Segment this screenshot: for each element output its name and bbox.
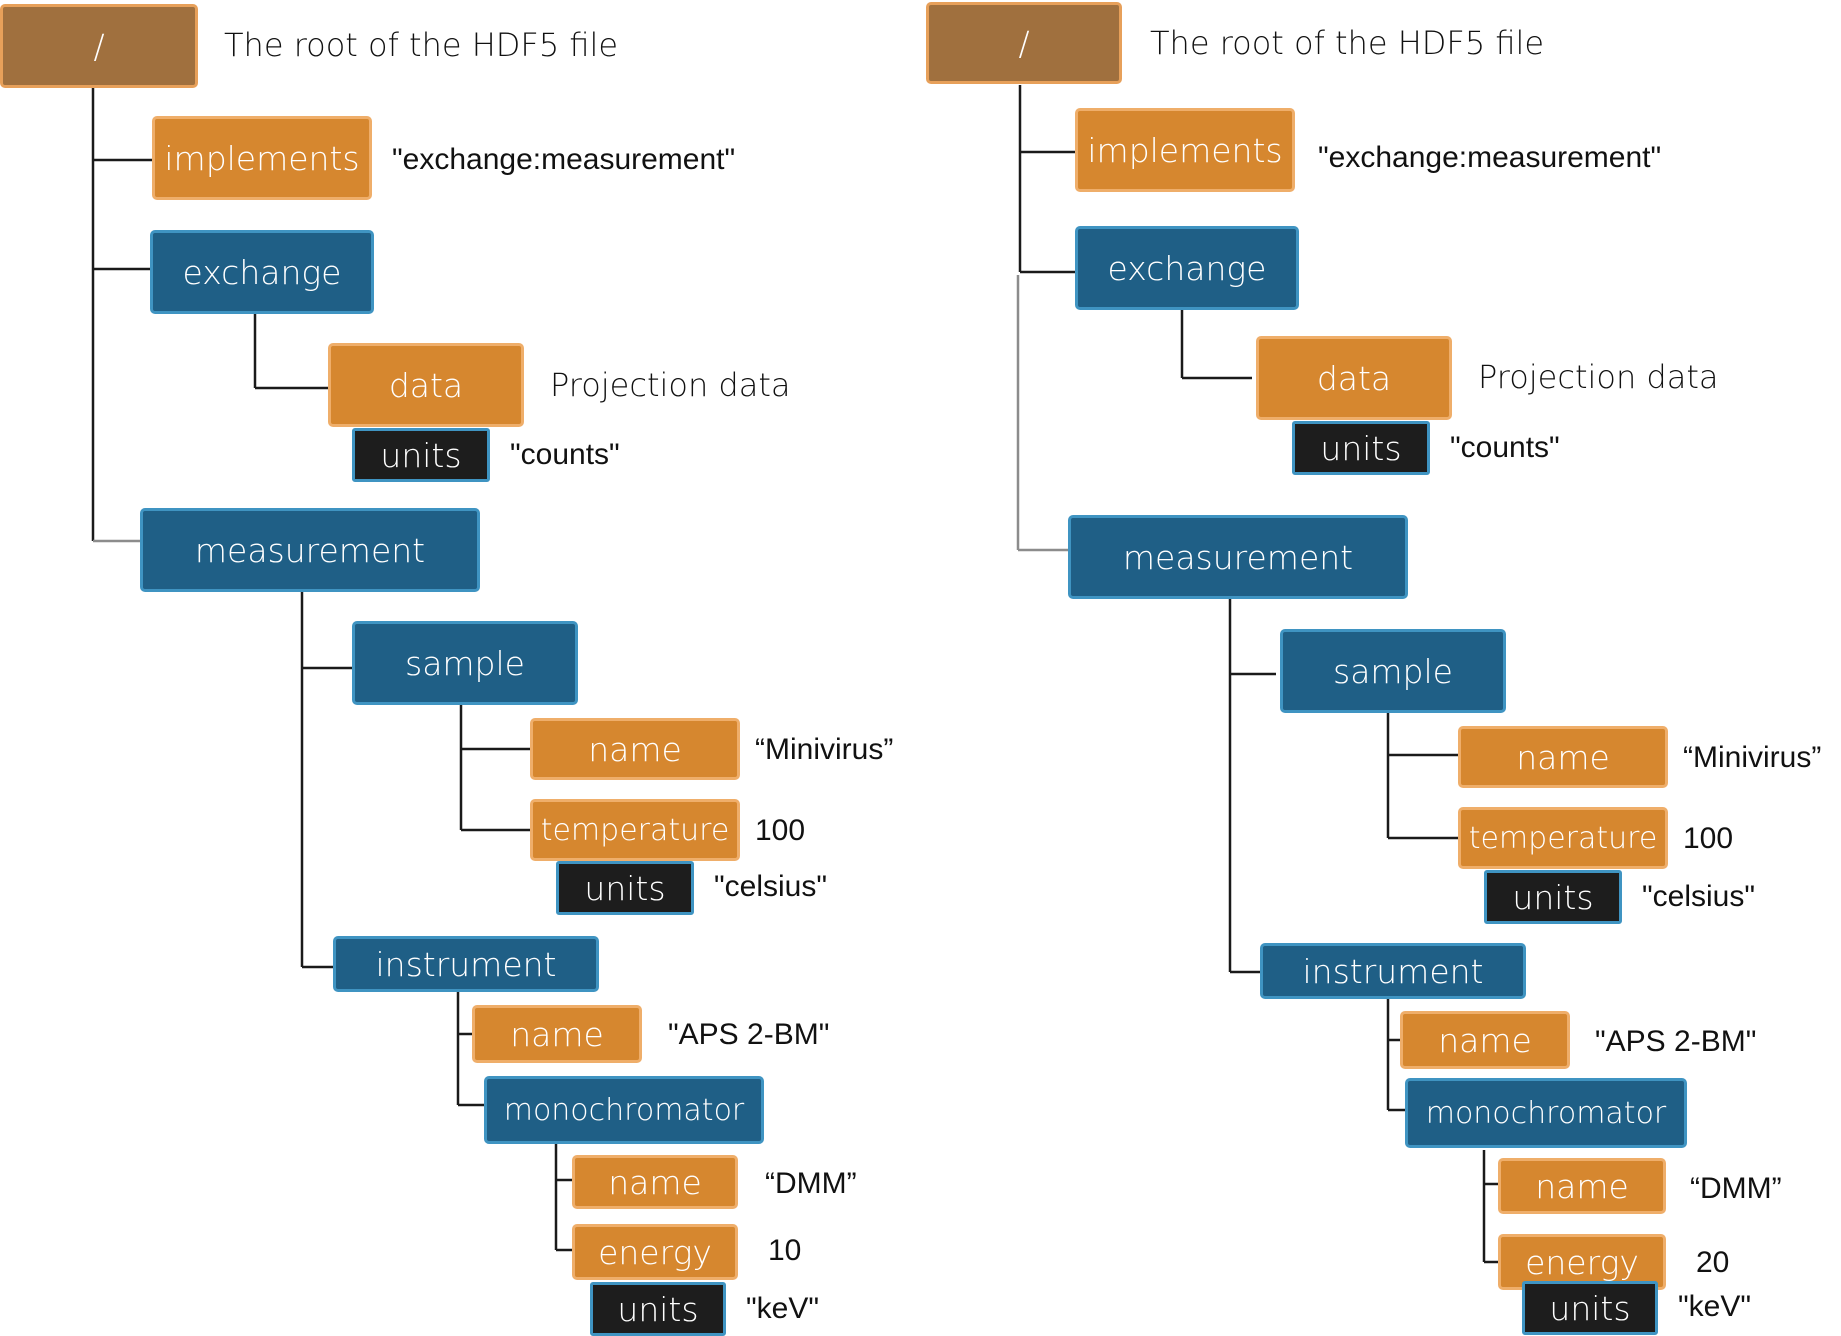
sample-group: sample — [1280, 629, 1506, 713]
exchange-group: exchange — [150, 230, 374, 314]
instrument-group: instrument — [333, 936, 599, 992]
temperature-value: 100 — [755, 814, 806, 847]
energy-value: 10 — [768, 1234, 802, 1267]
implements-value: "exchange:measurement" — [1318, 141, 1662, 174]
measurement-group: measurement — [140, 508, 480, 592]
measurement-group: measurement — [1068, 515, 1408, 599]
monochromator-name-value: “DMM” — [1690, 1172, 1782, 1205]
temperature-units-value: "celsius" — [714, 870, 827, 903]
root-description: The root of the HDF5 file — [1150, 24, 1545, 62]
root-group: / — [926, 2, 1122, 84]
monochromator-name-value: “DMM” — [765, 1167, 857, 1200]
instrument-name-dataset: name — [472, 1005, 642, 1063]
instrument-name-dataset: name — [1400, 1011, 1570, 1069]
root-description: The root of the HDF5 file — [224, 26, 619, 64]
data-units-attribute: units — [352, 428, 490, 482]
energy-units-attribute: units — [590, 1282, 726, 1336]
temperature-units-value: "celsius" — [1642, 880, 1755, 913]
sample-name-value: “Minivirus” — [1683, 741, 1822, 774]
monochromator-name-dataset: name — [572, 1155, 738, 1209]
monochromator-name-dataset: name — [1498, 1158, 1666, 1214]
sample-group: sample — [352, 621, 578, 705]
data-units-attribute: units — [1292, 421, 1430, 475]
data-dataset: data — [1256, 336, 1452, 420]
instrument-name-value: "APS 2-BM" — [1595, 1025, 1757, 1058]
temperature-units-attribute: units — [1484, 870, 1622, 924]
energy-units-value: "keV" — [746, 1292, 819, 1325]
hdf5-tree-right: / The root of the HDF5 file implements "… — [920, 0, 1840, 1335]
exchange-group: exchange — [1075, 226, 1299, 310]
temperature-dataset: temperature — [530, 799, 740, 861]
implements-attribute: implements — [152, 116, 372, 200]
instrument-group: instrument — [1260, 943, 1526, 999]
sample-name-dataset: name — [530, 718, 740, 780]
sample-name-value: “Minivirus” — [755, 733, 894, 766]
data-units-value: "counts" — [510, 438, 620, 471]
energy-dataset: energy — [572, 1224, 738, 1280]
energy-units-value: "keV" — [1678, 1290, 1751, 1323]
data-units-value: "counts" — [1450, 431, 1560, 464]
instrument-name-value: "APS 2-BM" — [668, 1018, 830, 1051]
monochromator-group: monochromator — [1405, 1078, 1687, 1148]
data-description: Projection data — [550, 366, 791, 404]
sample-name-dataset: name — [1458, 726, 1668, 788]
data-dataset: data — [328, 343, 524, 427]
root-group: / — [0, 4, 198, 88]
implements-attribute: implements — [1075, 108, 1295, 192]
energy-units-attribute: units — [1522, 1281, 1658, 1335]
monochromator-group: monochromator — [484, 1076, 764, 1144]
energy-value: 20 — [1696, 1246, 1730, 1279]
tree-connectors-left — [91, 88, 572, 1252]
data-description: Projection data — [1478, 358, 1719, 396]
hdf5-tree-left: / The root of the HDF5 file implements "… — [0, 0, 920, 1336]
temperature-value: 100 — [1683, 822, 1734, 855]
temperature-dataset: temperature — [1458, 807, 1668, 869]
temperature-units-attribute: units — [556, 861, 694, 915]
implements-value: "exchange:measurement" — [392, 143, 736, 176]
tree-connectors-right — [1016, 85, 1498, 1264]
